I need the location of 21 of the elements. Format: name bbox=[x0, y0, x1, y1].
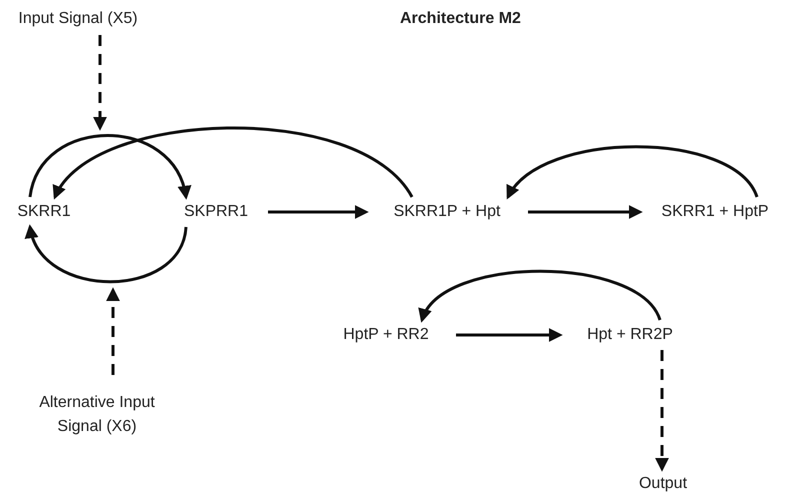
node-label: Hpt + RR2P bbox=[587, 325, 673, 345]
arrow bbox=[528, 205, 643, 219]
node-label: SKRR1 + HptP bbox=[661, 202, 769, 222]
arrow bbox=[26, 224, 188, 284]
arrow bbox=[420, 270, 662, 322]
node-label: SKPRR1 bbox=[184, 202, 248, 222]
node-label: SKRR1 bbox=[17, 202, 71, 222]
node-label: Input Signal (X5) bbox=[18, 9, 138, 29]
arrow bbox=[268, 205, 369, 219]
node-label: Output bbox=[638, 474, 688, 494]
arrow bbox=[506, 145, 758, 200]
node-label: Alternative Input Signal (X6) bbox=[38, 393, 156, 437]
arrow bbox=[655, 350, 669, 472]
arrow bbox=[28, 134, 190, 200]
arrow bbox=[456, 328, 563, 342]
node-label: SKRR1P + Hpt bbox=[394, 202, 500, 222]
arrow bbox=[93, 35, 107, 131]
arrow bbox=[106, 287, 120, 375]
node-label: HptP + RR2 bbox=[343, 325, 429, 345]
arrow bbox=[53, 126, 414, 200]
diagram-title: Architecture M2 bbox=[400, 10, 521, 28]
